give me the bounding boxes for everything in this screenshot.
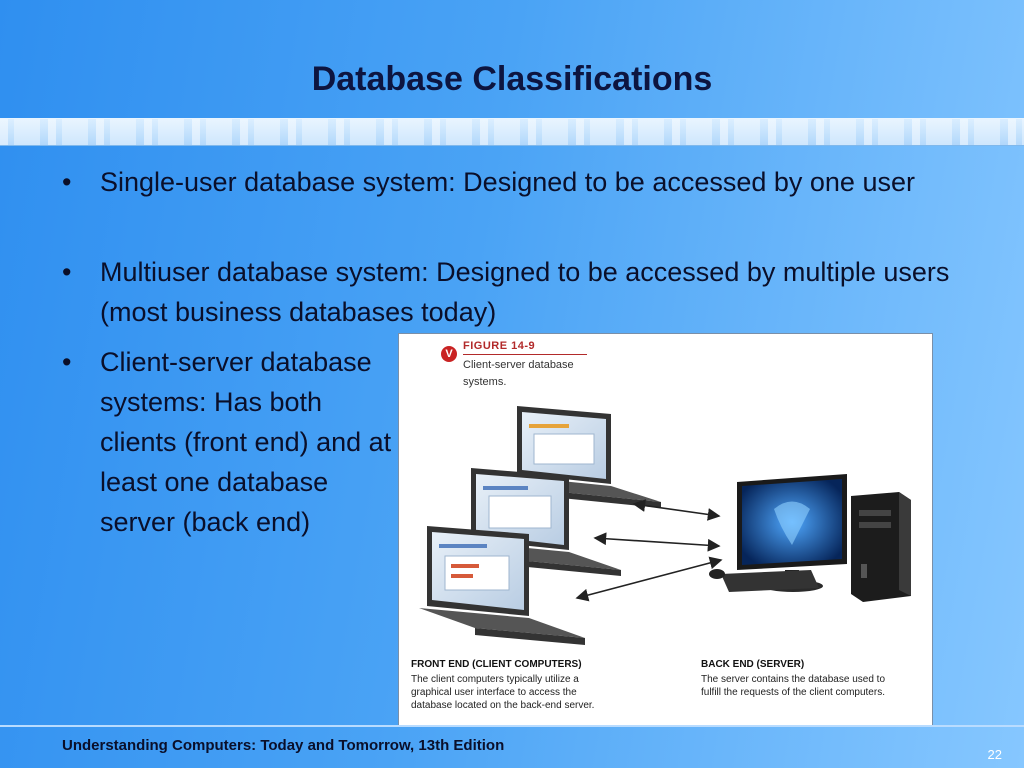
figure-rule <box>463 354 587 355</box>
front-end-heading: FRONT END (CLIENT COMPUTERS) <box>411 659 582 670</box>
client-server-illustration <box>419 406 911 645</box>
page-number: 22 <box>987 747 1002 762</box>
footer-divider <box>0 725 1024 727</box>
decorative-band <box>0 118 1024 146</box>
client-laptop-icon <box>465 468 621 576</box>
bullet-text: Multiuser database system: Designed to b… <box>100 257 950 327</box>
figure-caption: Client-server database systems. <box>463 359 574 388</box>
front-end-description: The client computers typically utilize a… <box>411 674 595 711</box>
back-end-heading: BACK END (SERVER) <box>701 659 805 670</box>
figure-badge-icon: V <box>441 346 457 362</box>
server-monitor-icon <box>709 474 847 592</box>
slide-title: Database Classifications <box>311 60 713 98</box>
bullet-text: Single-user database system: Designed to… <box>100 167 915 197</box>
footer-text: Understanding Computers: Today and Tomor… <box>62 737 505 754</box>
client-server-figure: V FIGURE 14-9 Client-server database sys… <box>398 333 933 726</box>
client-laptop-icon <box>419 526 585 645</box>
back-end-description: The server contains the database used to… <box>701 674 886 698</box>
bullet-text: Client-server database systems: Has both… <box>100 347 392 537</box>
bullet-dot: • <box>62 167 72 197</box>
bullet-dot: • <box>62 347 72 377</box>
bullet-dot: • <box>62 257 72 287</box>
server-tower-icon <box>851 492 911 602</box>
figure-number: FIGURE 14-9 <box>463 340 536 352</box>
